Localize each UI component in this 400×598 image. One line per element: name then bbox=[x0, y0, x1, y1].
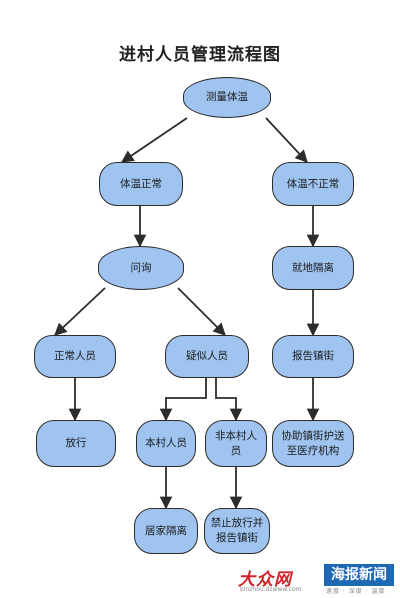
node-suspected-person: 疑似人员 bbox=[165, 335, 249, 378]
edge-suspected-villager bbox=[159, 378, 207, 422]
node-label: 疑似人员 bbox=[186, 350, 228, 362]
node-normal-temperature: 体温正常 bbox=[99, 162, 183, 206]
diagram-title: 进村人员管理流程图 bbox=[119, 45, 281, 65]
node-forbid-release: 禁止放行并报告镇街 bbox=[204, 508, 270, 554]
node-label: 本村人员 bbox=[145, 437, 187, 449]
node-measure-temperature: 测量体温 bbox=[183, 77, 271, 118]
edge-measure-abnormal bbox=[265, 117, 308, 163]
node-report-town: 报告镇街 bbox=[272, 335, 354, 378]
node-label: 报告镇街 bbox=[292, 350, 334, 362]
node-label: 放行 bbox=[65, 437, 87, 449]
brand-text: 大众网 bbox=[238, 570, 292, 590]
node-normal-person: 正常人员 bbox=[34, 335, 116, 378]
node-label: 体温正常 bbox=[120, 177, 162, 190]
edge-inquire-normalperson bbox=[54, 287, 106, 336]
node-label: 正常人员 bbox=[54, 350, 96, 362]
node-isolate-on-spot: 就地隔离 bbox=[272, 246, 354, 290]
node-label: 体温不正常 bbox=[286, 177, 340, 190]
node-label: 协助镇街护送至医疗机构 bbox=[281, 429, 345, 457]
edge-measure-normal bbox=[120, 117, 188, 163]
node-label: 就地隔离 bbox=[292, 261, 334, 274]
node-label: 禁止放行并报告镇街 bbox=[210, 517, 264, 544]
node-non-villager: 非本村人员 bbox=[205, 420, 267, 467]
node-label: 测量体温 bbox=[206, 91, 248, 103]
node-release: 放行 bbox=[36, 420, 116, 467]
edge-inquire-suspected bbox=[177, 287, 226, 336]
brand-subtext: binzhou.dzwww.com bbox=[240, 586, 302, 593]
watermark-logo: 大众网 binzhou.dzwww.com 海报新闻 速度 · 深度 · 温度 bbox=[238, 563, 396, 595]
node-label: 非本村人员 bbox=[215, 429, 257, 457]
node-home-isolation: 居家隔离 bbox=[134, 508, 198, 554]
node-label: 居家隔离 bbox=[145, 524, 187, 537]
node-abnormal-temperature: 体温不正常 bbox=[272, 162, 354, 206]
node-inquire: 问询 bbox=[98, 246, 184, 290]
news-slogan: 速度 · 深度 · 温度 bbox=[326, 588, 386, 595]
node-label: 问询 bbox=[130, 261, 152, 274]
edge-suspected-nonvillager bbox=[215, 378, 243, 422]
node-assist-escort: 协助镇街护送至医疗机构 bbox=[272, 420, 354, 467]
news-brand-text: 海报新闻 bbox=[324, 564, 394, 586]
node-villager: 本村人员 bbox=[136, 420, 196, 467]
